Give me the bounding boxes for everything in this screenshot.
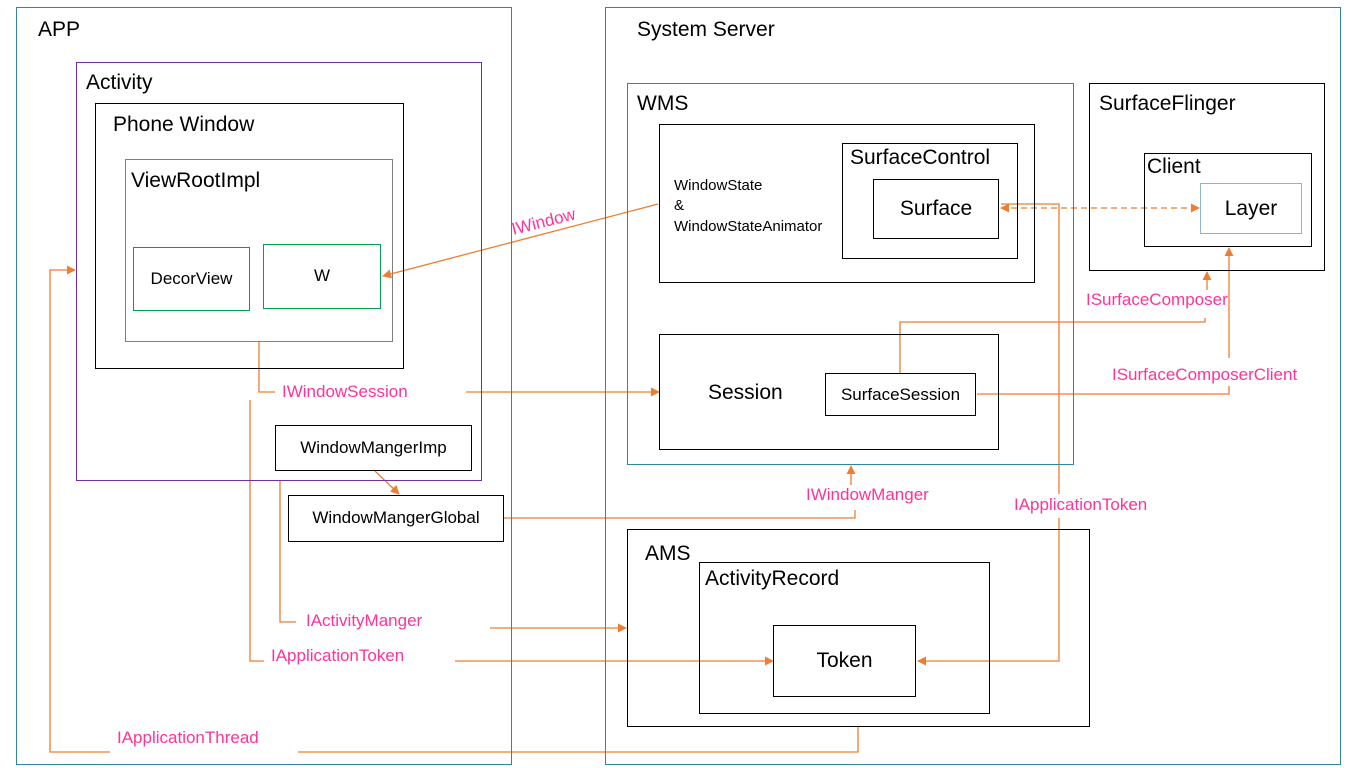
ams-title: AMS xyxy=(645,542,691,565)
w-box xyxy=(263,244,381,309)
phone-window-title: Phone Window xyxy=(113,113,255,136)
activity-record-title: ActivityRecord xyxy=(705,567,840,590)
surface-control-box xyxy=(842,143,1018,259)
window-state-label-line2: & xyxy=(674,197,685,214)
ams-box xyxy=(627,529,1090,727)
window-manager-global-box xyxy=(288,495,504,542)
surface-flinger-box xyxy=(1089,83,1325,271)
iapplication-thread-label: IApplicationThread xyxy=(117,728,259,747)
iapplication-token-wms-label: IApplicationToken xyxy=(1014,495,1148,514)
client-title: Client xyxy=(1147,155,1201,178)
surface-box xyxy=(873,179,999,239)
wms-title: WMS xyxy=(637,92,689,115)
layer-box xyxy=(1200,183,1302,234)
iapplication-token-app-label: IApplicationToken xyxy=(271,646,405,665)
session-box xyxy=(659,334,999,450)
window-manager-global-label: WindowMangerGlobal xyxy=(312,508,480,527)
surface-session-label: SurfaceSession xyxy=(840,385,961,404)
activity-title: Activity xyxy=(86,71,153,94)
token-box xyxy=(773,625,916,697)
window-state-label-line3: WindowStateAnimator xyxy=(674,218,823,235)
client-box xyxy=(1144,153,1312,247)
decor-view-box xyxy=(133,247,250,311)
decor-view-label: DecorView xyxy=(150,269,233,288)
surface-control-title: SurfaceControl xyxy=(850,146,991,169)
iwindow-label: IWindow xyxy=(509,204,578,239)
iwindow-manager-label: IWindowManger xyxy=(806,485,929,504)
system-server-title: System Server xyxy=(637,18,775,41)
surface-session-box xyxy=(825,373,976,416)
app-title: APP xyxy=(38,18,81,41)
window-state-label-line1: WindowState xyxy=(674,177,763,194)
window-manager-imp-label: WindowMangerImp xyxy=(300,438,447,457)
session-label: Session xyxy=(708,381,783,404)
system-server-container xyxy=(605,7,1341,765)
surface-label: Surface xyxy=(899,197,973,220)
iwindow-session-label: IWindowSession xyxy=(282,382,408,401)
activity-record-box xyxy=(699,562,990,714)
layer-label: Layer xyxy=(1224,197,1278,220)
view-root-impl-box xyxy=(125,159,393,342)
phone-window-box xyxy=(95,103,404,369)
w-label: W xyxy=(313,266,331,285)
iactivity-manager-label: IActivityManger xyxy=(306,611,423,630)
window-state-box xyxy=(659,124,1035,283)
isurface-composer-client-label: ISurfaceComposerClient xyxy=(1112,365,1298,384)
surface-flinger-title: SurfaceFlinger xyxy=(1099,92,1236,115)
app-container xyxy=(16,7,512,765)
activity-box xyxy=(76,62,482,481)
isurface-composer-label: ISurfaceComposer xyxy=(1086,290,1228,309)
window-manager-imp-box xyxy=(275,425,472,471)
token-label: Token xyxy=(816,649,873,672)
wms-box xyxy=(627,83,1074,465)
view-root-impl-title: ViewRootImpl xyxy=(131,169,261,192)
